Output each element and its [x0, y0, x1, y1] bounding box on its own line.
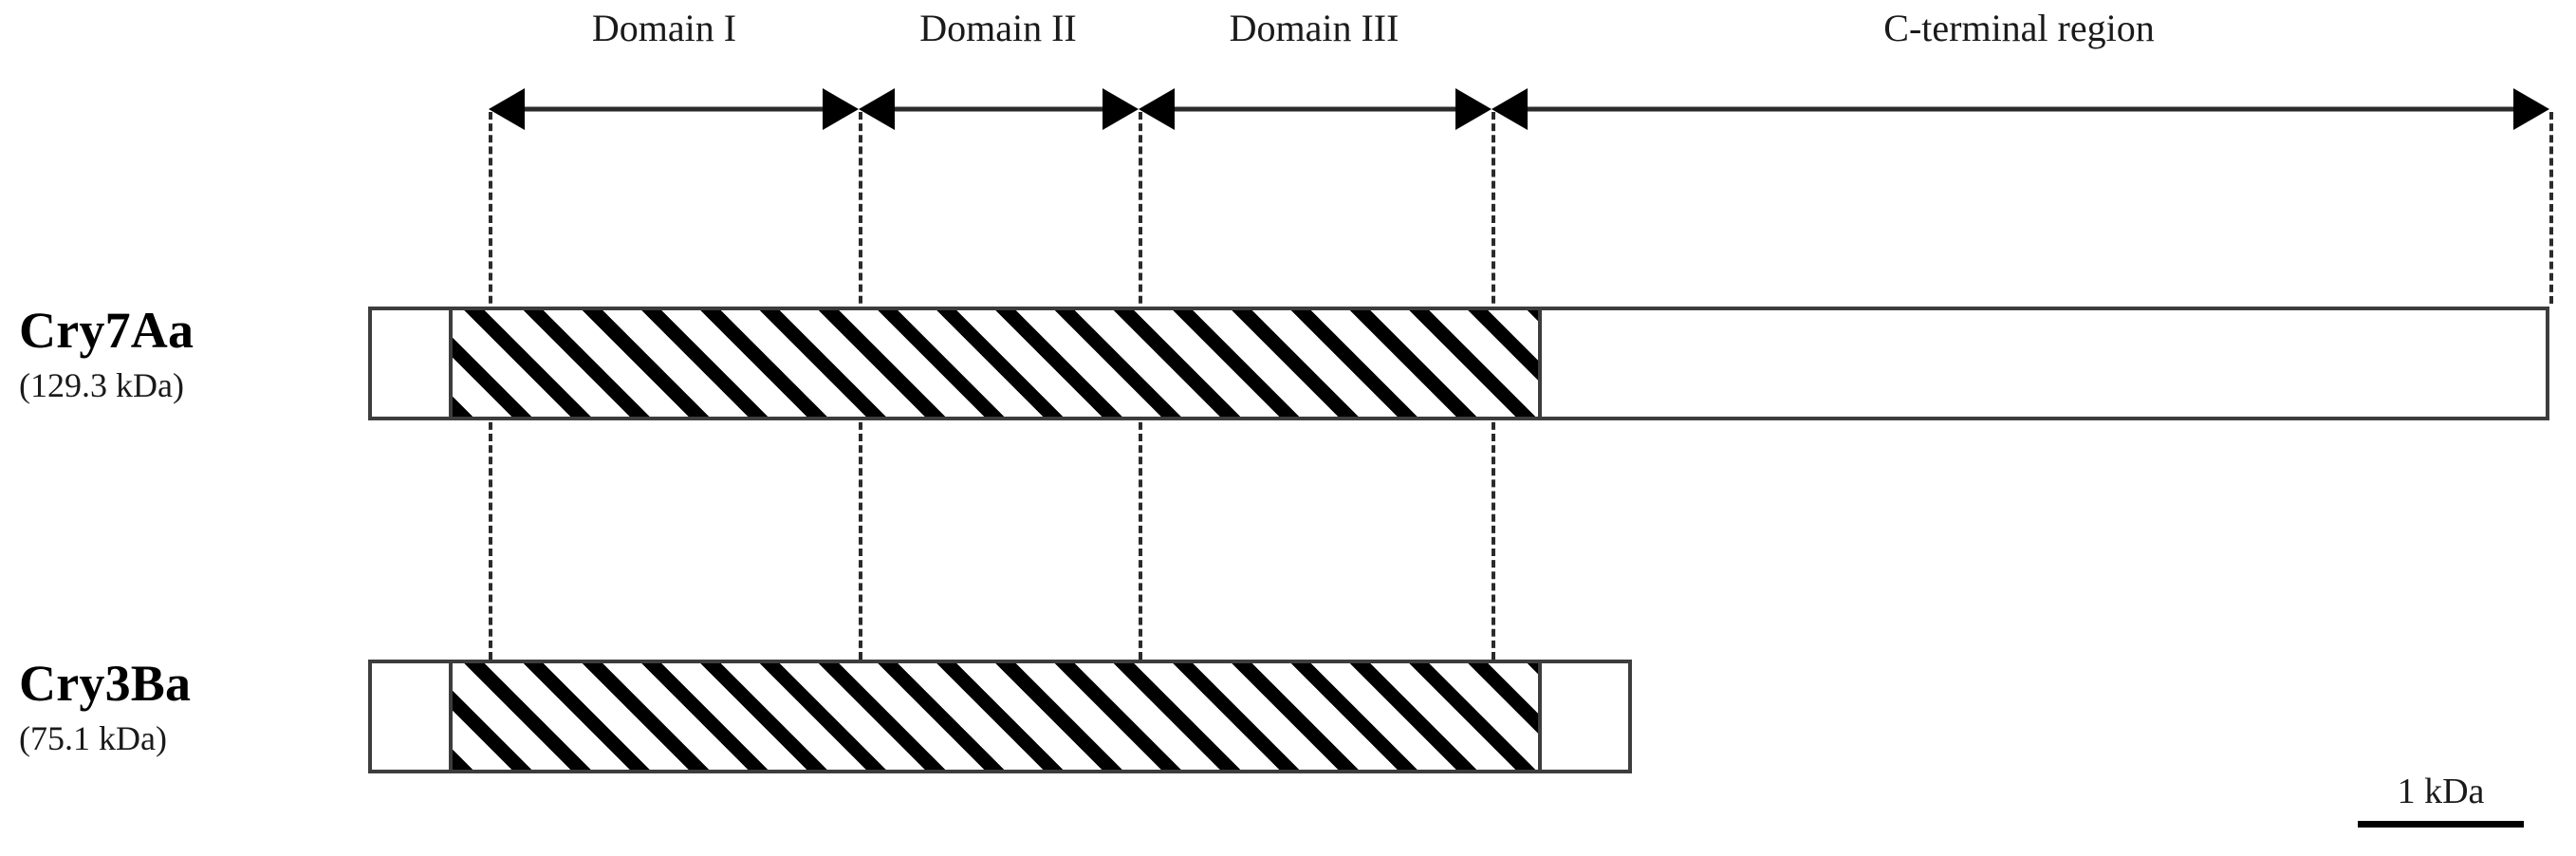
domain-i-span-arrow: [489, 81, 859, 138]
domain-label-ii: Domain II: [919, 7, 1077, 49]
domain-iii-span-arrow: [1139, 81, 1492, 138]
scale-bar-rule: [2358, 821, 2524, 828]
scale-bar-label: 1 kDa: [2397, 772, 2485, 811]
c-terminal-region-span-arrow: [1492, 81, 2549, 138]
protein-mass-cry3ba: (75.1 kDa): [19, 718, 167, 757]
domain-label-c-terminal-region: C-terminal region: [1883, 7, 2155, 49]
domain-label-iii: Domain III: [1229, 7, 1399, 49]
protein-label-cry3ba: Cry3Ba (75.1 kDa): [19, 657, 191, 760]
protein-mass-cry7aa: (129.3 kDa): [19, 365, 184, 404]
protein-bar-cry3ba: [368, 660, 1632, 773]
protein-bar-cry7aa: [368, 307, 2549, 420]
guide-line-c-terminal-end: [2549, 112, 2553, 304]
protein-name-cry3ba: Cry3Ba: [19, 655, 192, 712]
hatch-region-cry7aa: [449, 310, 1542, 417]
hatch-region-cry3ba: [449, 663, 1542, 770]
protein-label-cry7aa: Cry7Aa (129.3 kDa): [19, 304, 194, 407]
protein-name-cry7aa: Cry7Aa: [19, 302, 195, 359]
domain-label-i: Domain I: [591, 7, 737, 49]
domain-ii-span-arrow: [859, 81, 1139, 138]
scale-bar: 1 kDa: [2358, 773, 2524, 828]
